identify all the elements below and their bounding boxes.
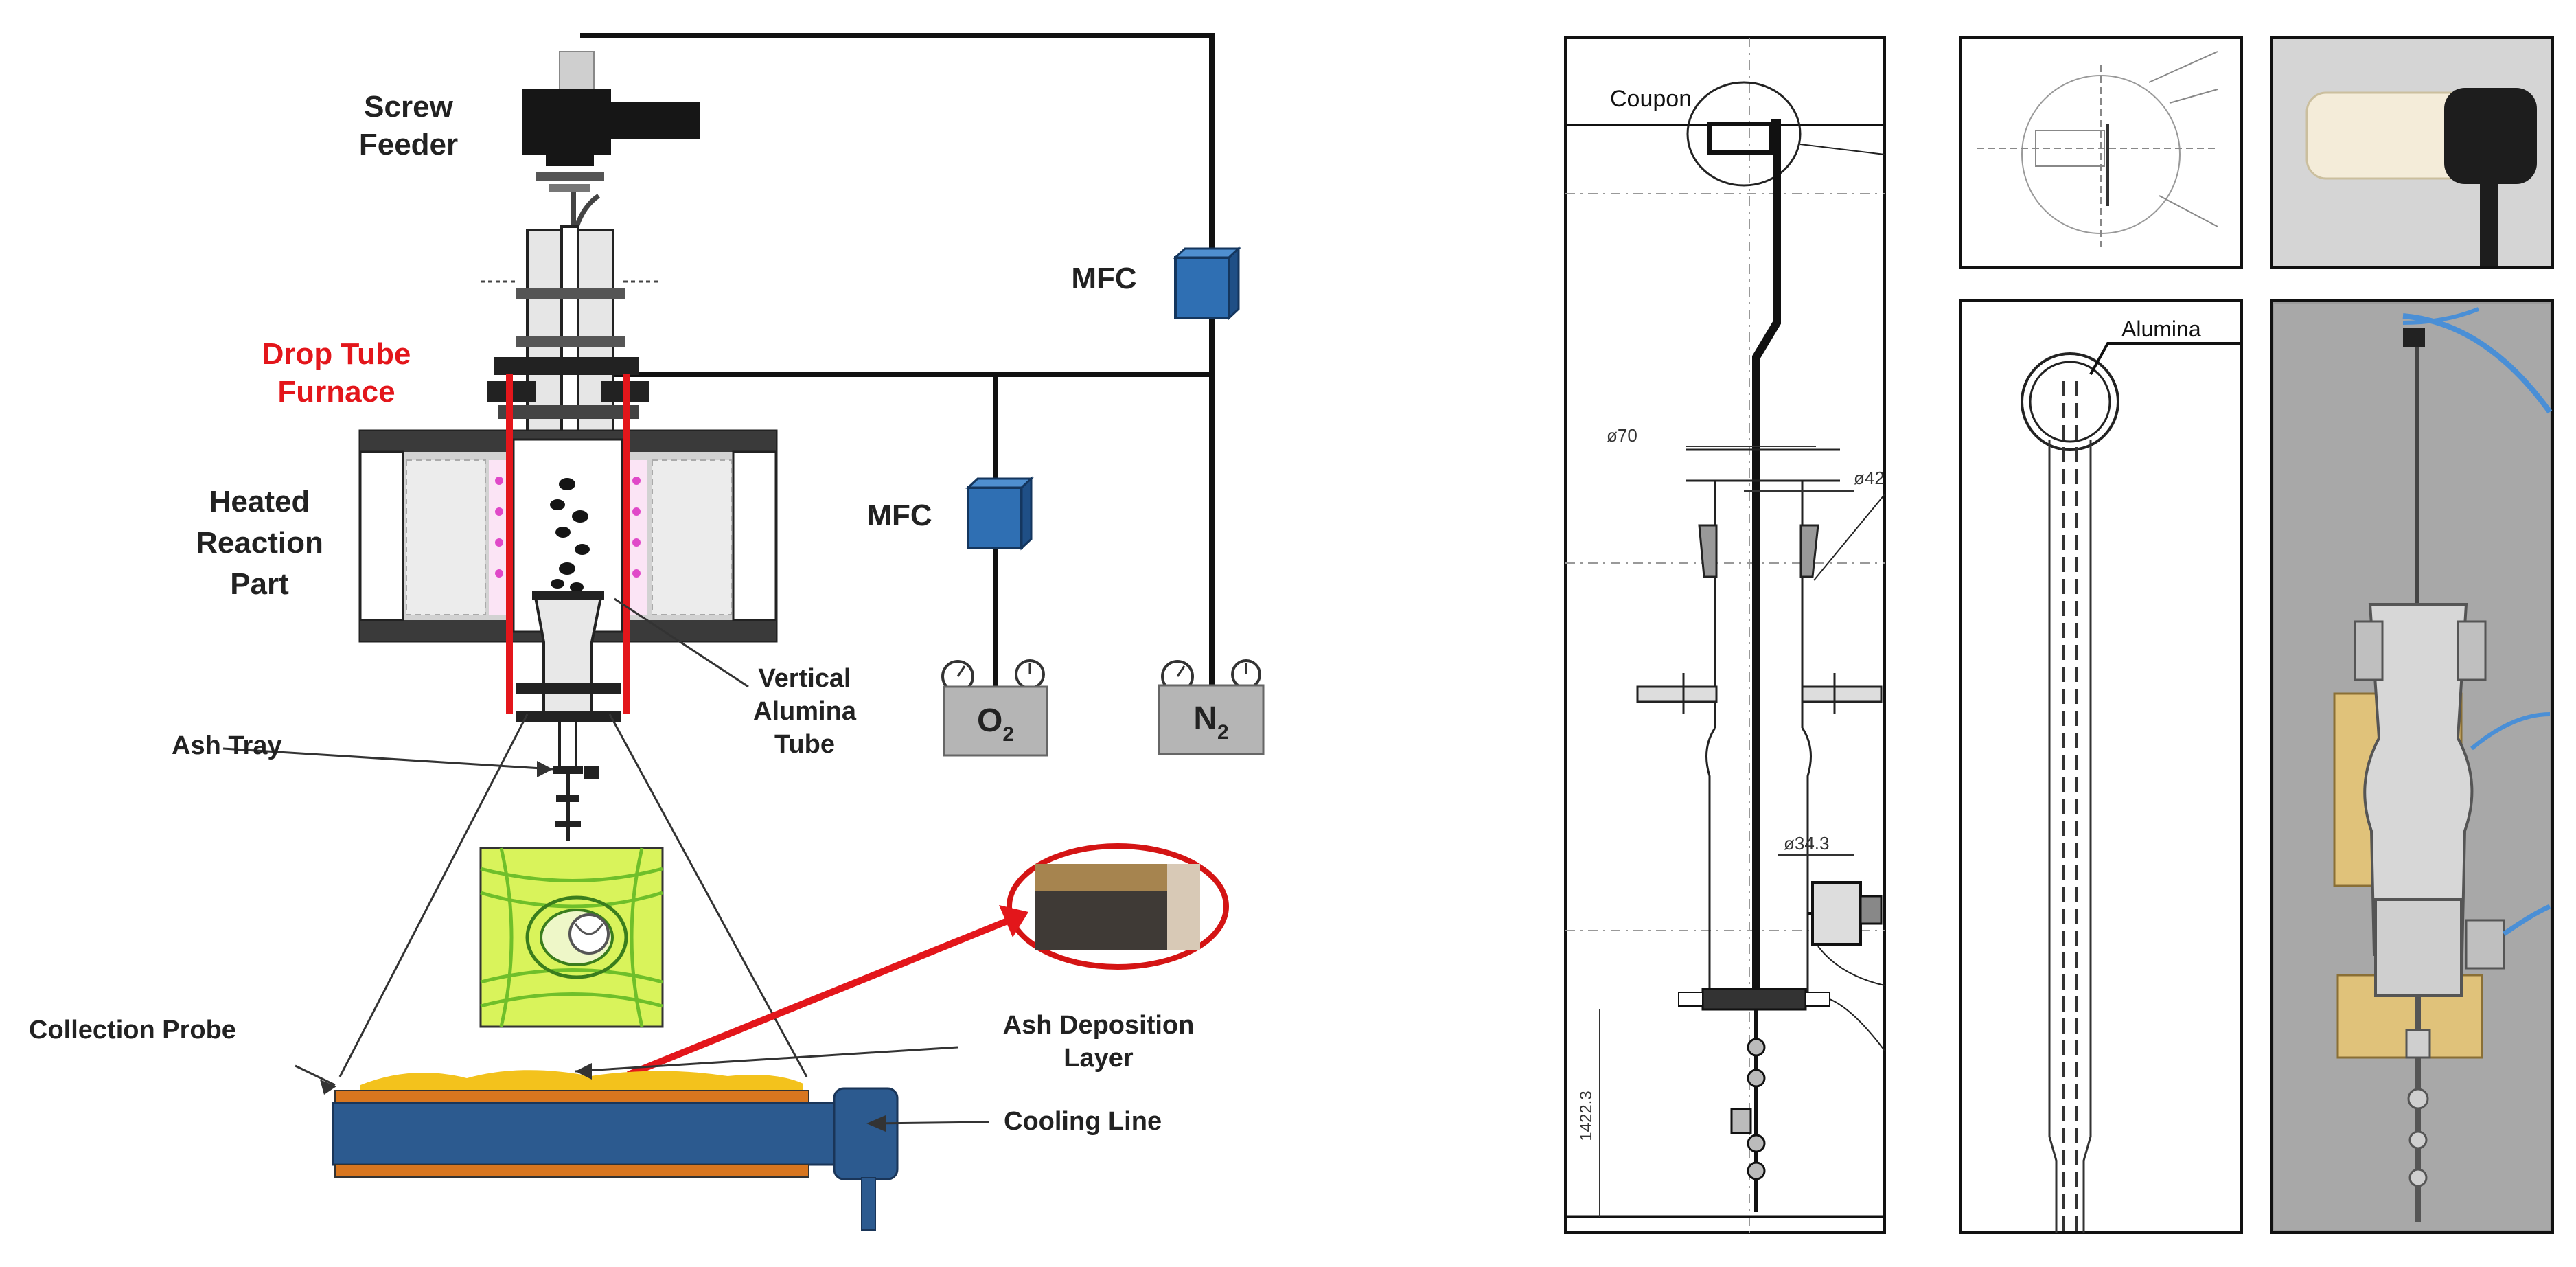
- vertical-alumina-tube: [516, 591, 621, 841]
- label-cooling-line: Cooling Line: [1004, 1107, 1162, 1136]
- cad-drawing-panel: Coupon ø70 ø42 ø34.3 1422.3: [1564, 36, 1886, 1234]
- label-feeder: Feeder: [359, 128, 458, 161]
- coupon-detail-panel: [1959, 36, 2243, 269]
- ash-layer-arrowhead: [575, 1063, 592, 1080]
- cad-dim-outer: ø70: [1607, 425, 1637, 446]
- coupon-holder: [1707, 122, 1773, 155]
- leader-lines: [222, 597, 989, 1125]
- label-furnace: Furnace: [277, 375, 395, 409]
- label-vertical: Vertical: [758, 664, 851, 693]
- label-mfc-top: MFC: [1071, 262, 1136, 295]
- probe-photo: [2270, 299, 2554, 1234]
- label-ash-deposition: Ash Deposition: [1003, 1011, 1195, 1040]
- label-ash-tray: Ash Tray: [172, 731, 282, 760]
- probe-arrowhead: [320, 1080, 336, 1095]
- ash-tray-arrowhead: [537, 761, 553, 777]
- label-heated: Heated: [209, 485, 310, 518]
- o2-gas-cylinder: [941, 659, 1048, 757]
- label-mfc-mid: MFC: [866, 499, 932, 532]
- label-tube: Tube: [774, 730, 835, 759]
- drop-tube-furnace-schematic: Screw Feeder Drop Tube Furnace Heated Re…: [29, 33, 1265, 1231]
- red-heating-lines: [506, 374, 630, 714]
- coupon-circle: [1686, 81, 1802, 187]
- label-drop-tube: Drop Tube: [262, 337, 411, 371]
- label-o2: O2: [977, 703, 1014, 746]
- ash-deposit-photo-inset: [1007, 843, 1229, 970]
- cad-dim-vertical: 1422.3: [1577, 1091, 1596, 1141]
- label-screw: Screw: [364, 90, 453, 124]
- label-n2: N2: [1193, 700, 1228, 744]
- cad-coupon-label: Coupon: [1610, 86, 1692, 112]
- mfc-unit-mid: [965, 476, 1034, 551]
- cooling-line-arrowhead: [866, 1115, 886, 1132]
- label-alumina: Alumina: [753, 697, 857, 726]
- alumina-label: Alumina: [2121, 317, 2201, 341]
- cad-dim-mid: ø34.3: [1784, 833, 1830, 854]
- screw-feeder: [522, 51, 700, 228]
- alumina-detail-panel: Alumina: [1959, 299, 2243, 1234]
- cad-dim-inner: ø42: [1854, 468, 1885, 488]
- n2-gas-cylinder: [1158, 659, 1265, 755]
- cad-fitting: [1808, 881, 1885, 986]
- label-layer: Layer: [1063, 1044, 1134, 1073]
- mfc-unit-top: [1173, 246, 1241, 321]
- collection-probe: [332, 1070, 899, 1231]
- red-arrow: [627, 905, 1028, 1078]
- label-collection-probe: Collection Probe: [29, 1016, 236, 1045]
- label-part: Part: [230, 567, 289, 601]
- label-reaction: Reaction: [196, 526, 323, 560]
- probe-rod: [1752, 119, 1781, 996]
- coupon-photo: [2270, 36, 2554, 269]
- flow-simulation-inset: [479, 847, 664, 1028]
